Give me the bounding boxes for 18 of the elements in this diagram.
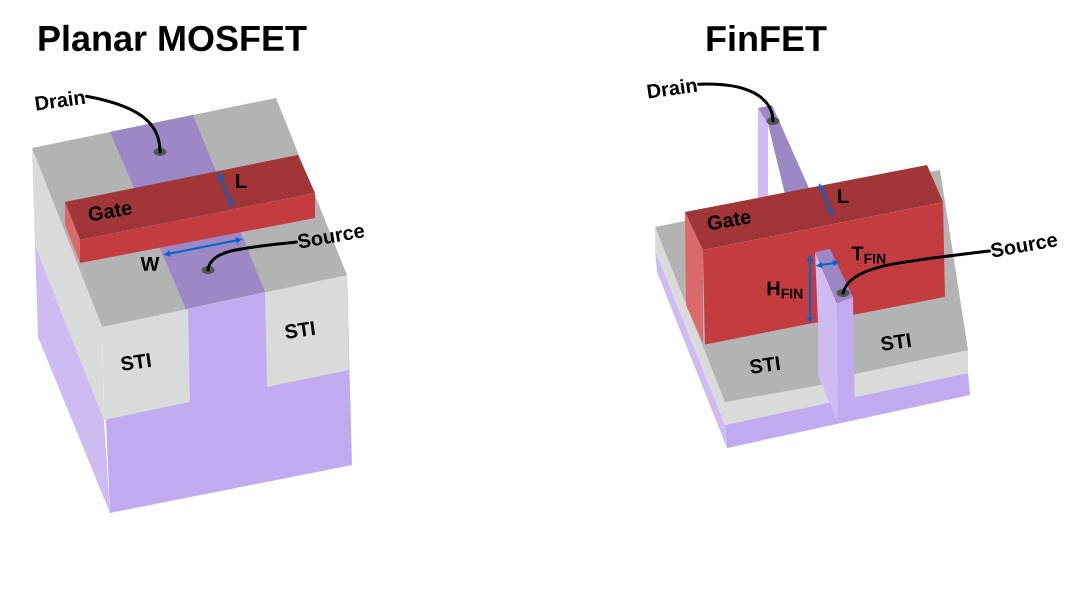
terminal-label: Drain <box>35 91 86 111</box>
dimension-label: W <box>140 257 160 271</box>
leader-line <box>841 249 991 295</box>
gate-label: Gate <box>707 212 751 230</box>
leader-line <box>85 94 162 154</box>
dimension-label: H$_{FIN}$ <box>767 281 803 299</box>
terminal-label: Source <box>298 227 365 248</box>
leader-line <box>206 240 298 272</box>
terminal-label: Source <box>991 236 1058 257</box>
leader-line <box>697 82 775 123</box>
terminal-label: Drain <box>647 79 698 99</box>
region-label: STI <box>285 321 316 339</box>
dimension-label: L <box>838 189 849 203</box>
dimension-label: L <box>236 174 247 188</box>
region-label: STI <box>881 333 912 351</box>
region-label: STI <box>121 353 152 371</box>
region-label: STI <box>750 356 781 374</box>
gate-label: Gate <box>88 203 132 221</box>
